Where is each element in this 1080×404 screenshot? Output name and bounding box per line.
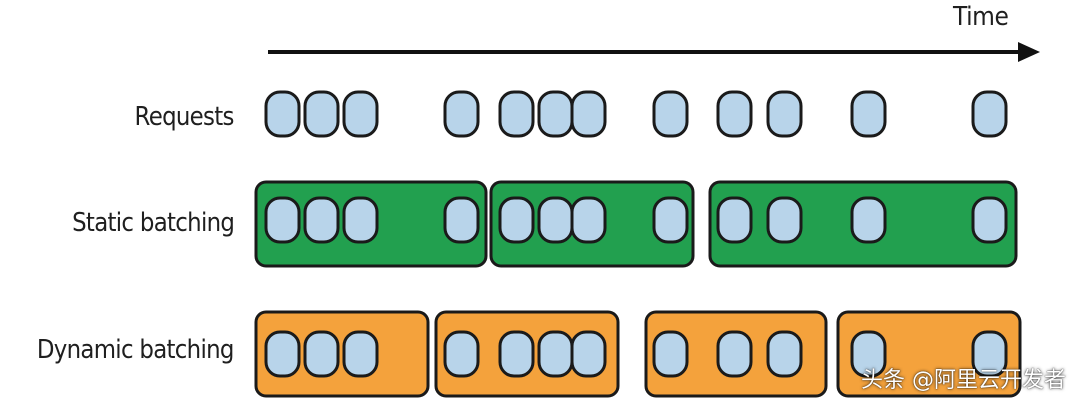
request-pills (264, 90, 1008, 378)
requests-request-pill-1 (264, 90, 301, 138)
static-request-pill-9 (716, 196, 753, 244)
dynamic-request-pill-1 (264, 330, 301, 378)
dynamic-request-pill-7 (570, 330, 607, 378)
dynamic-request-pill-3 (342, 330, 379, 378)
dynamic-request-pill-11 (850, 330, 887, 378)
requests-request-pill-7 (570, 90, 607, 138)
static-request-pill-10 (766, 196, 803, 244)
requests-request-pill-3 (342, 90, 379, 138)
time-arrow (268, 42, 1040, 62)
static-request-pill-12 (971, 196, 1008, 244)
row-label-requests: Requests (134, 102, 235, 132)
requests-request-pill-4 (443, 90, 480, 138)
dynamic-request-pill-2 (303, 330, 340, 378)
watermark: 头条 @阿里云开发者 (861, 368, 1066, 393)
static-request-pill-1 (264, 196, 301, 244)
static-request-pill-11 (850, 196, 887, 244)
requests-request-pill-8 (652, 90, 689, 138)
dynamic-request-pill-5 (498, 330, 535, 378)
requests-request-pill-5 (498, 90, 535, 138)
static-request-pill-2 (303, 196, 340, 244)
static-request-pill-7 (570, 196, 607, 244)
static-request-pill-8 (652, 196, 689, 244)
dynamic-request-pill-4 (443, 330, 480, 378)
requests-request-pill-2 (303, 90, 340, 138)
dynamic-batch-box-4 (836, 310, 1022, 398)
time-axis-label: Time (953, 2, 1009, 32)
static-request-pill-3 (342, 196, 379, 244)
static-request-pill-4 (443, 196, 480, 244)
row-label-dynamic-batching: Dynamic batching (37, 335, 235, 365)
dynamic-request-pill-12 (971, 330, 1008, 378)
dynamic-batch-box-1 (254, 310, 430, 398)
static-request-pill-6 (537, 196, 574, 244)
requests-request-pill-10 (766, 90, 803, 138)
dynamic-request-pill-8 (652, 330, 689, 378)
requests-request-pill-11 (850, 90, 887, 138)
requests-request-pill-9 (716, 90, 753, 138)
requests-request-pill-12 (971, 90, 1008, 138)
dynamic-request-pill-6 (537, 330, 574, 378)
dynamic-request-pill-9 (716, 330, 753, 378)
static-request-pill-5 (498, 196, 535, 244)
requests-request-pill-6 (537, 90, 574, 138)
dynamic-request-pill-10 (766, 330, 803, 378)
row-label-static-batching: Static batching (71, 208, 235, 238)
